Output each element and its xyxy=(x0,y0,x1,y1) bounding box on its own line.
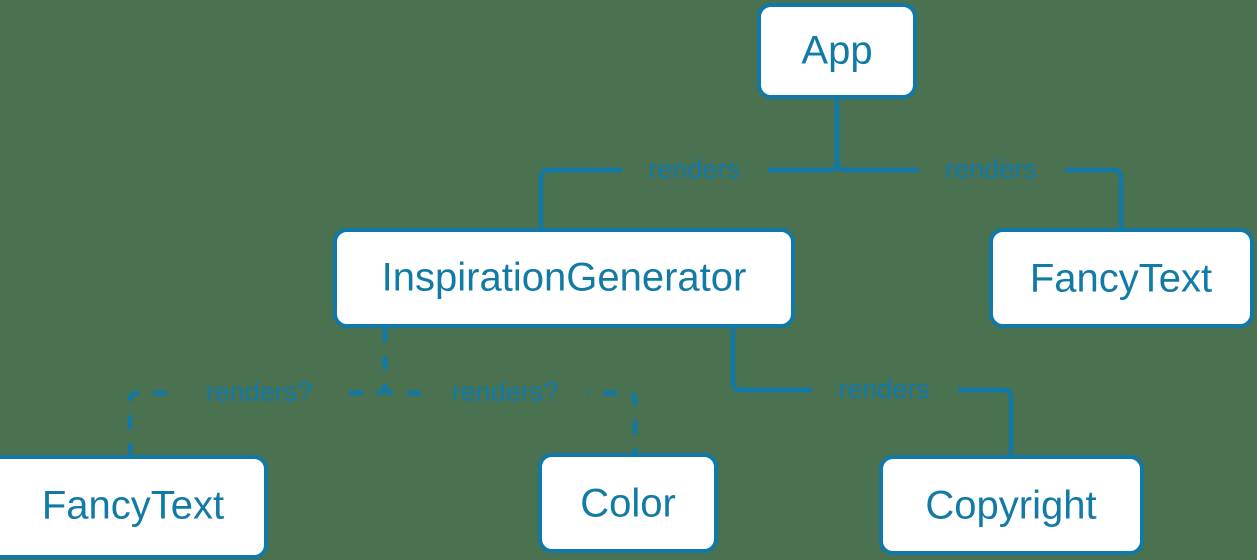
node-copyright[interactable]: Copyright xyxy=(879,455,1144,555)
node-app-box[interactable] xyxy=(757,3,917,99)
node-inspiration-generator[interactable]: InspirationGenerator xyxy=(333,228,795,328)
node-copyright-label: Copyright xyxy=(925,484,1096,528)
node-inspiration-generator-label: InspirationGenerator xyxy=(382,256,747,300)
edge-label-text: renders xyxy=(648,154,740,184)
node-app[interactable]: App xyxy=(757,3,917,99)
edge-label-app-to-fancytext-top: renders xyxy=(919,152,1065,186)
node-inspiration-generator-box[interactable] xyxy=(333,228,795,328)
edge-label-text: renders xyxy=(838,374,930,404)
edge-label-text: renders xyxy=(945,154,1037,184)
node-fancytext-bottom-box[interactable] xyxy=(0,455,268,559)
edge-label-inspiration-to-color: renders? xyxy=(424,375,587,409)
node-fancytext-top-box[interactable] xyxy=(989,228,1254,328)
edge-label-inspiration-to-fancytext-bottom: renders? xyxy=(178,375,341,409)
edge-label-backdrop xyxy=(424,375,587,409)
edge-label-inspiration-to-copyright: renders xyxy=(812,372,958,406)
node-app-label: App xyxy=(801,29,872,73)
edge-label-text: renders? xyxy=(452,377,559,407)
node-fancytext-bottom[interactable]: FancyText xyxy=(0,455,268,559)
edge-label-app-to-inspiration-generator: renders xyxy=(622,152,768,186)
node-color[interactable]: Color xyxy=(538,453,718,553)
edge-label-backdrop xyxy=(622,152,768,186)
node-copyright-box[interactable] xyxy=(879,455,1144,555)
node-fancytext-top[interactable]: FancyText xyxy=(989,228,1254,328)
node-color-box[interactable] xyxy=(538,453,718,553)
edge-label-backdrop xyxy=(919,152,1065,186)
edge-path-inspiration-to-color xyxy=(382,328,638,453)
edge-label-backdrop xyxy=(812,372,958,406)
edge-label-backdrop xyxy=(178,375,341,409)
edge-label-text: renders? xyxy=(206,377,313,407)
node-fancytext-top-label: FancyText xyxy=(1030,257,1212,301)
edge-inspiration-to-color xyxy=(382,328,638,453)
node-color-label: Color xyxy=(580,482,676,526)
node-fancytext-bottom-label: FancyText xyxy=(42,484,224,528)
